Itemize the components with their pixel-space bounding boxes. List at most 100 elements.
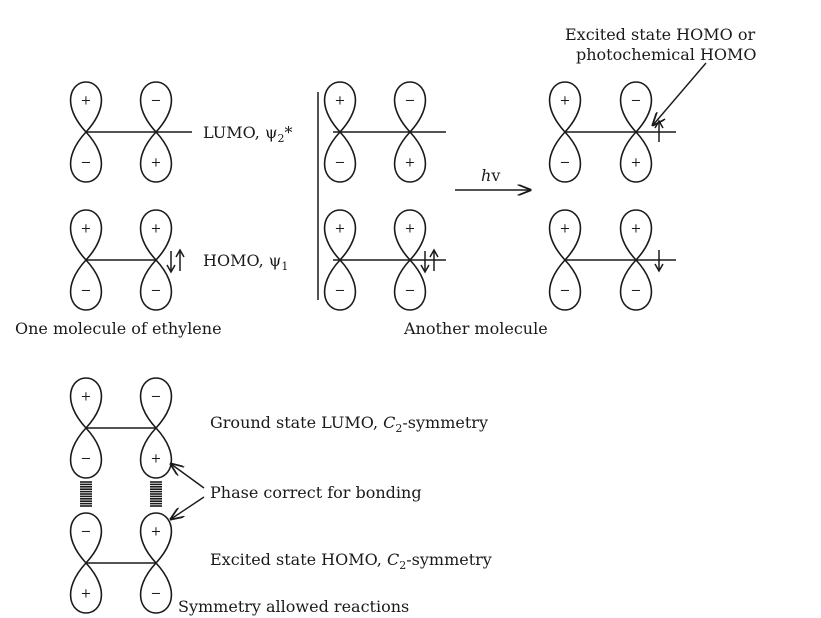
molecule-one-caption: One molecule of ethylene — [15, 319, 222, 338]
phase-pointer-arrow-lower — [171, 496, 205, 519]
phase-plus-sign: + — [631, 222, 642, 237]
p-orbital: −+ — [69, 512, 103, 614]
phase-minus-sign: − — [81, 525, 92, 540]
phase-plus-sign: + — [151, 222, 162, 237]
upper-lobe — [139, 512, 173, 565]
p-orbital: +− — [619, 209, 653, 311]
phase-minus-sign: − — [560, 284, 571, 299]
p-orbital: −+ — [619, 81, 653, 183]
phase-minus-sign: − — [151, 587, 162, 602]
phase-minus-sign: − — [405, 284, 416, 299]
p-orbital: +− — [323, 81, 357, 183]
excited-homo-pointer-arrow — [653, 62, 707, 125]
p-orbital: −+ — [139, 377, 173, 479]
phase-plus-sign: + — [81, 222, 92, 237]
upper-lobe — [393, 81, 427, 134]
lower-lobe — [619, 258, 653, 311]
lower-lobe — [548, 130, 582, 183]
phase-plus-sign: + — [560, 94, 571, 109]
upper-lobe — [139, 377, 173, 430]
p-orbital: +− — [323, 209, 357, 311]
lower-lobe — [69, 426, 103, 479]
bonds — [86, 131, 676, 564]
p-orbital: −+ — [139, 81, 173, 183]
upper-lobe — [619, 209, 653, 262]
p-orbital: −+ — [393, 81, 427, 183]
lower-lobe — [69, 258, 103, 311]
phase-plus-sign: + — [405, 222, 416, 237]
lower-lobe — [69, 561, 103, 614]
p-orbital: +− — [69, 81, 103, 183]
orbitals: +−−++−+−+−−++−+−+−−++−+−+−−+−++− — [69, 81, 653, 614]
phase-minus-sign: − — [335, 156, 346, 171]
phase-minus-sign: − — [151, 390, 162, 405]
upper-lobe — [69, 209, 103, 262]
phase-minus-sign: − — [405, 94, 416, 109]
phase-plus-sign: + — [151, 452, 162, 467]
upper-lobe — [69, 377, 103, 430]
upper-lobe — [69, 81, 103, 134]
phase-minus-sign: − — [81, 284, 92, 299]
electron-spins — [166, 119, 664, 274]
phase-plus-sign: + — [335, 94, 346, 109]
p-orbital: +− — [393, 209, 427, 311]
p-orbital: +− — [548, 209, 582, 311]
p-orbital: +− — [548, 81, 582, 183]
phase-plus-sign: + — [81, 390, 92, 405]
phase-plus-sign: + — [81, 587, 92, 602]
phase-minus-sign: − — [81, 156, 92, 171]
upper-lobe — [619, 81, 653, 134]
phase-plus-sign: + — [151, 156, 162, 171]
upper-lobe — [323, 209, 357, 262]
phase-minus-sign: − — [631, 94, 642, 109]
p-orbital: +− — [69, 209, 103, 311]
ground-lumo-label: Ground state LUMO, C2-symmetry — [210, 413, 488, 435]
phase-minus-sign: − — [335, 284, 346, 299]
phase-plus-sign: + — [405, 156, 416, 171]
phase-plus-sign: + — [335, 222, 346, 237]
p-orbital: +− — [69, 377, 103, 479]
upper-lobe — [139, 209, 173, 262]
phase-plus-sign: + — [631, 156, 642, 171]
phase-plus-sign: + — [151, 525, 162, 540]
upper-lobe — [323, 81, 357, 134]
phase-correct-label: Phase correct for bonding — [210, 483, 422, 502]
lower-lobe — [69, 130, 103, 183]
allowed-reactions-label: Symmetry allowed reactions — [178, 597, 409, 616]
lower-lobe — [393, 258, 427, 311]
lower-lobe — [139, 130, 173, 183]
hv-label: hv — [481, 166, 500, 185]
excited-homo-caption-line2: photochemical HOMO — [576, 45, 757, 64]
phase-minus-sign: − — [631, 284, 642, 299]
lower-lobe — [323, 258, 357, 311]
upper-lobe — [393, 209, 427, 262]
lower-lobe — [139, 426, 173, 479]
phase-pointer-arrow-upper — [171, 464, 205, 489]
excited-homo-caption-line1: Excited state HOMO or — [565, 25, 755, 44]
bonding-interaction-hatches — [80, 481, 162, 507]
lower-lobe — [323, 130, 357, 183]
phase-minus-sign: − — [151, 94, 162, 109]
lower-lobe — [619, 130, 653, 183]
lower-lobe — [139, 258, 173, 311]
homo-label: HOMO, ψ1 — [203, 251, 288, 273]
molecule-two-caption: Another molecule — [403, 319, 548, 338]
upper-lobe — [548, 81, 582, 134]
p-orbital: +− — [139, 512, 173, 614]
lumo-label: LUMO, ψ2* — [203, 123, 293, 145]
phase-minus-sign: − — [151, 284, 162, 299]
upper-lobe — [548, 209, 582, 262]
lower-lobe — [548, 258, 582, 311]
excited-homo-label: Excited state HOMO, C2-symmetry — [210, 550, 492, 572]
phase-plus-sign: + — [81, 94, 92, 109]
phase-minus-sign: − — [81, 452, 92, 467]
lower-lobe — [393, 130, 427, 183]
upper-lobe — [139, 81, 173, 134]
upper-lobe — [69, 512, 103, 565]
phase-minus-sign: − — [560, 156, 571, 171]
phase-plus-sign: + — [560, 222, 571, 237]
p-orbital: +− — [139, 209, 173, 311]
lower-lobe — [139, 561, 173, 614]
